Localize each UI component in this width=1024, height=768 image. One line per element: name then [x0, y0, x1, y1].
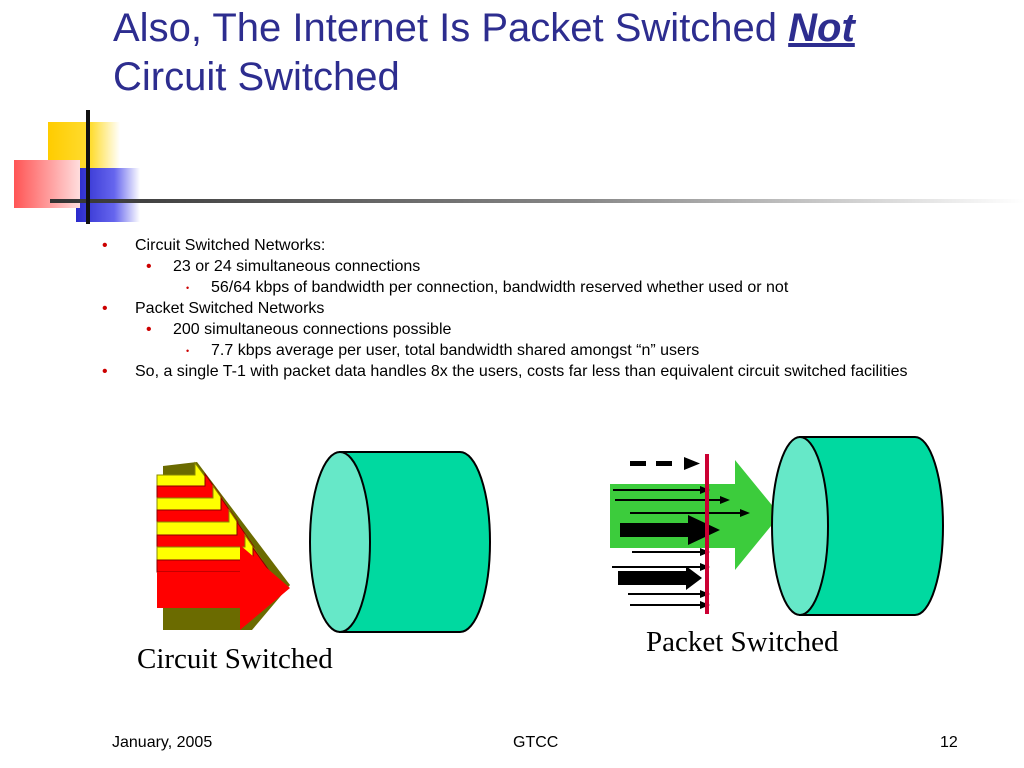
deco-rule: [50, 199, 1024, 203]
caption-packet-switched: Packet Switched: [646, 626, 839, 658]
footer-date: January, 2005: [112, 734, 213, 751]
bullet-item: • 23 or 24 simultaneous connections: [146, 258, 421, 275]
bullet-item: •200 simultaneous connections possible: [146, 321, 452, 338]
packet-bold-arrow-2: [618, 566, 702, 590]
bullet-dot: •: [146, 258, 152, 275]
bullet-item: •7.7 kbps average per user, total bandwi…: [186, 342, 700, 359]
packet-barrier: [705, 454, 709, 614]
bullet-item: •Packet Switched Networks: [102, 300, 325, 317]
title-part1: Also, The Internet Is Packet Switched: [113, 6, 789, 50]
deco-blue-square: [76, 168, 140, 222]
bullet-dot: •: [102, 300, 108, 317]
bullet-item: •56/64 kbps of bandwidth per connection,…: [186, 279, 789, 296]
title-emphasis: Not: [788, 6, 855, 50]
bullet-dot: •: [186, 283, 190, 293]
footer-page-number: 12: [940, 734, 958, 751]
caption-circuit-switched: Circuit Switched: [137, 643, 333, 675]
slide-title: Also, The Internet Is Packet Switched No…: [113, 4, 993, 102]
title-part2: Circuit Switched: [113, 55, 400, 99]
circuit-stripes: [156, 461, 271, 573]
bullet-list: •Circuit Switched Networks: • 23 or 24 s…: [100, 234, 980, 381]
circuit-arrows-icon: [156, 461, 290, 630]
bullet-dot: •: [102, 363, 108, 380]
footer-org: GTCC: [513, 734, 559, 751]
deco-vertical-line: [86, 110, 90, 224]
network-diagram: [156, 436, 944, 633]
packet-green-arrow: [610, 460, 780, 570]
bullet-item: •So, a single T-1 with packet data handl…: [102, 363, 908, 380]
packet-bold-arrow-1: [620, 515, 720, 545]
bullet-item: •Circuit Switched Networks:: [102, 237, 326, 254]
packet-arrows-icon: [610, 454, 780, 614]
bullet-dot: •: [146, 321, 152, 338]
bullet-dot: •: [186, 346, 190, 356]
cylinder-icon: [771, 436, 944, 616]
cylinder-icon: [309, 451, 491, 633]
circuit-main-arrow: [157, 545, 290, 630]
corner-decoration: [14, 110, 1024, 224]
bullet-dot: •: [102, 237, 108, 254]
